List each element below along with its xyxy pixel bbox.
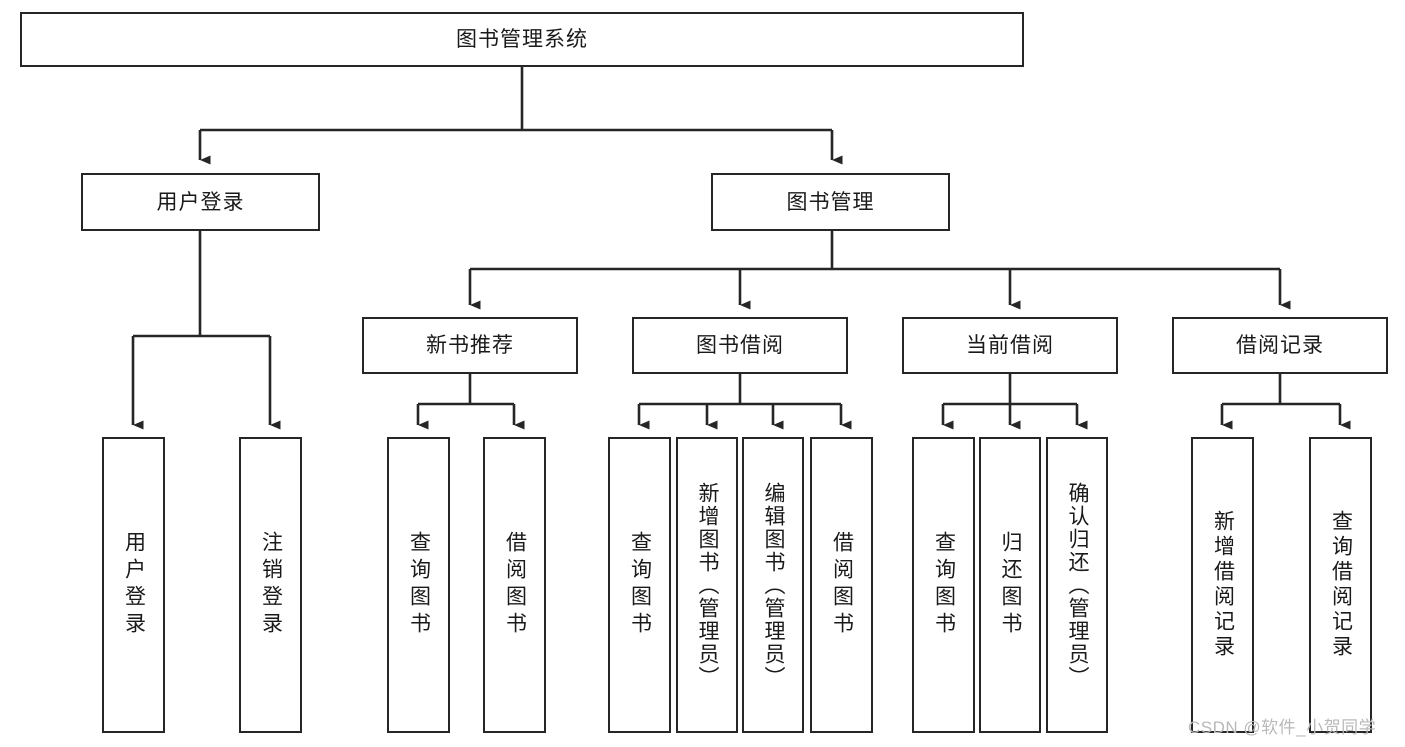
node-leaf-query-book-2[interactable]: 查询图书 <box>608 437 671 733</box>
node-leaf-user-logout-label: 注销登录 <box>259 531 283 639</box>
node-leaf-confirm-return-label: 确认归还（管理员） <box>1066 481 1090 689</box>
node-leaf-add-book-label: 新增图书（管理员） <box>696 481 720 689</box>
node-leaf-add-book[interactable]: 新增图书（管理员） <box>676 437 738 733</box>
node-leaf-borrow-book-1[interactable]: 借阅图书 <box>483 437 546 733</box>
node-leaf-edit-book-label: 编辑图书（管理员） <box>762 481 786 689</box>
node-leaf-user-logout[interactable]: 注销登录 <box>239 437 302 733</box>
node-leaf-return-book[interactable]: 归还图书 <box>979 437 1041 733</box>
node-new-book-recommend-label: 新书推荐 <box>426 334 514 357</box>
node-current-borrow-label: 当前借阅 <box>966 334 1054 357</box>
node-book-borrow-label: 图书借阅 <box>696 334 784 357</box>
node-leaf-borrow-book-1-label: 借阅图书 <box>503 531 527 639</box>
node-leaf-user-login[interactable]: 用户登录 <box>102 437 165 733</box>
node-current-borrow[interactable]: 当前借阅 <box>902 317 1118 374</box>
node-book-management[interactable]: 图书管理 <box>711 173 950 231</box>
node-user-login-label: 用户登录 <box>156 190 245 214</box>
node-book-borrow[interactable]: 图书借阅 <box>632 317 848 374</box>
watermark-text: CSDN @软件_小贺同学 <box>1188 718 1377 737</box>
node-leaf-edit-book[interactable]: 编辑图书（管理员） <box>742 437 804 733</box>
node-new-book-recommend[interactable]: 新书推荐 <box>362 317 578 374</box>
node-leaf-user-login-label: 用户登录 <box>122 531 146 639</box>
node-root-label: 图书管理系统 <box>456 28 588 51</box>
node-borrow-record-label: 借阅记录 <box>1236 334 1324 357</box>
node-leaf-borrow-book-2[interactable]: 借阅图书 <box>810 437 873 733</box>
node-leaf-query-record-label: 查询借阅记录 <box>1329 510 1353 660</box>
node-leaf-query-book-1[interactable]: 查询图书 <box>387 437 450 733</box>
node-leaf-query-book-1-label: 查询图书 <box>407 531 431 639</box>
node-leaf-borrow-book-2-label: 借阅图书 <box>830 531 854 639</box>
node-root[interactable]: 图书管理系统 <box>20 12 1024 67</box>
node-leaf-query-record[interactable]: 查询借阅记录 <box>1309 437 1372 733</box>
node-leaf-query-book-2-label: 查询图书 <box>628 531 652 639</box>
node-leaf-confirm-return[interactable]: 确认归还（管理员） <box>1046 437 1108 733</box>
node-leaf-return-book-label: 归还图书 <box>999 531 1023 639</box>
node-leaf-query-book-3-label: 查询图书 <box>932 531 956 639</box>
node-leaf-add-record[interactable]: 新增借阅记录 <box>1191 437 1254 733</box>
node-leaf-add-record-label: 新增借阅记录 <box>1211 510 1235 660</box>
node-leaf-query-book-3[interactable]: 查询图书 <box>912 437 975 733</box>
node-book-management-label: 图书管理 <box>786 190 875 214</box>
node-borrow-record[interactable]: 借阅记录 <box>1172 317 1388 374</box>
node-user-login[interactable]: 用户登录 <box>81 173 320 231</box>
